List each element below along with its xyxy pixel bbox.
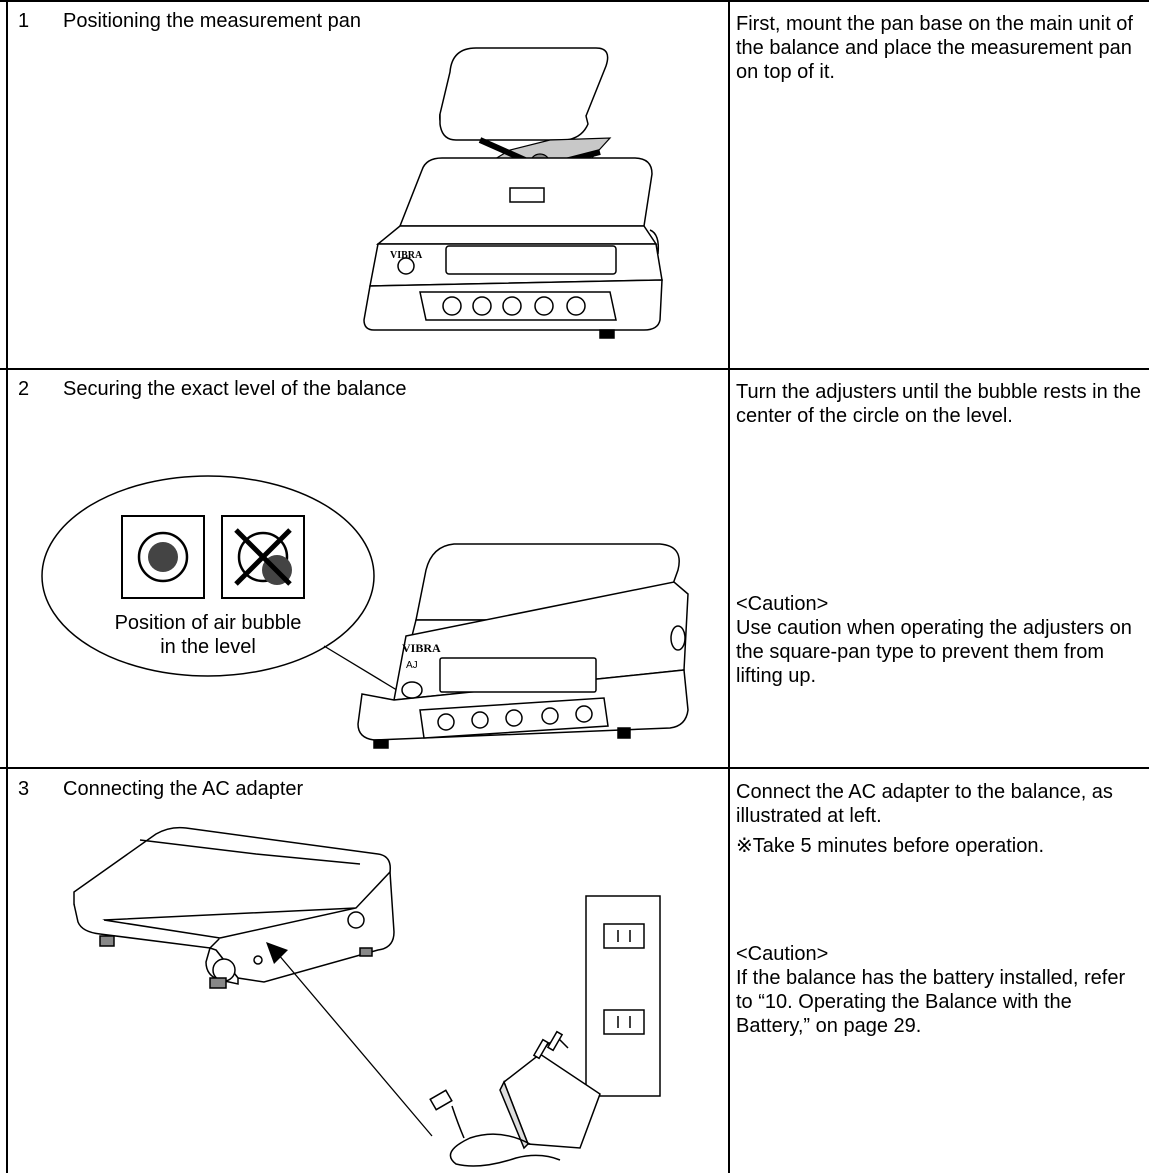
table-border-left [6, 0, 8, 1173]
caution-block: <Caution> Use caution when operating the… [736, 592, 1146, 688]
balance-body [364, 158, 662, 338]
connection-arrow-line [278, 954, 432, 1136]
column-divider [728, 0, 730, 1173]
table-border-top [0, 0, 1149, 2]
step-title: Securing the exact level of the balance [63, 378, 407, 401]
bubble-label-line1: Position of air bubble [115, 612, 302, 634]
level-incorrect-icon [222, 516, 304, 598]
brand-logo: VIBRA [402, 641, 441, 655]
step-number: 3 [18, 778, 29, 801]
ac-adapter-icon [430, 1032, 600, 1166]
caution-heading: <Caution> [736, 942, 1146, 966]
note-text: ※Take 5 minutes before operation. [736, 834, 1146, 858]
brand-logo: VIBRA [390, 250, 423, 261]
level-balance-illustration: Position of air bubble in the level VIBR… [14, 470, 714, 760]
step-description: Connect the AC adapter to the balance, a… [736, 780, 1146, 858]
caution-text: Use caution when operating the adjusters… [736, 616, 1146, 688]
description-text: First, mount the pan base on the main un… [736, 12, 1146, 84]
model-label: AJ [406, 660, 418, 671]
step-description: Turn the adjusters until the bubble rest… [736, 380, 1146, 428]
level-correct-icon [122, 516, 204, 598]
balance-with-pan-illustration: VIBRA [360, 30, 680, 360]
caution-block: <Caution> If the balance has the battery… [736, 942, 1146, 1038]
row-divider-2 [0, 767, 1149, 769]
step-number: 2 [18, 378, 29, 401]
ac-adapter-illustration [60, 808, 700, 1170]
step-number: 1 [18, 10, 29, 33]
step-description: First, mount the pan base on the main un… [736, 12, 1146, 84]
balance-rear-view [74, 828, 394, 988]
description-text: Turn the adjusters until the bubble rest… [736, 380, 1146, 428]
row-divider-1 [0, 368, 1149, 370]
wall-outlet-icon [586, 896, 660, 1096]
step-title: Positioning the measurement pan [63, 10, 361, 33]
caution-text: If the balance has the battery installed… [736, 966, 1146, 1038]
step-title: Connecting the AC adapter [63, 778, 303, 801]
measurement-pan [440, 48, 608, 140]
bubble-label-line2: in the level [160, 636, 256, 658]
description-text: Connect the AC adapter to the balance, a… [736, 780, 1146, 828]
caution-heading: <Caution> [736, 592, 1146, 616]
